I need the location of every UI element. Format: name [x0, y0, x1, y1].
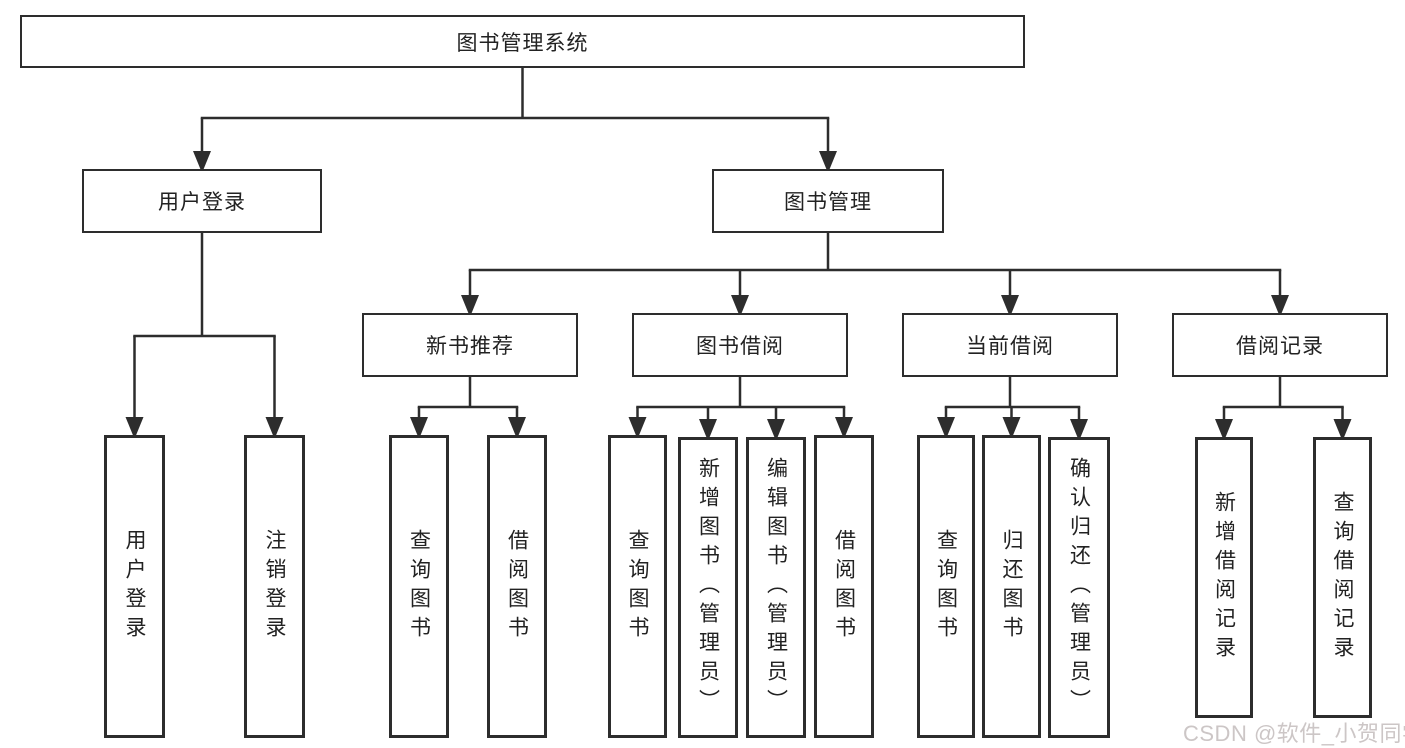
node-label: 新增图书（管理员） [696, 457, 720, 718]
node-label: 图书借阅 [696, 335, 784, 358]
node-return-books: 归还图书 [982, 435, 1041, 738]
node-query-books-rec: 查询图书 [389, 435, 449, 738]
node-book-mgmt: 图书管理 [712, 169, 944, 233]
node-label: 借阅图书 [505, 528, 529, 645]
node-borrow-records: 借阅记录 [1172, 313, 1388, 377]
node-label: 借阅图书 [832, 528, 856, 645]
node-user-login-branch: 用户登录 [82, 169, 322, 233]
node-label: 归还图书 [1000, 528, 1023, 645]
node-confirm-return-admin: 确认归还（管理员） [1048, 437, 1110, 738]
node-query-borrow-record: 查询借阅记录 [1313, 437, 1372, 718]
node-label: 图书管理系统 [456, 31, 589, 55]
node-label: 当前借阅 [966, 335, 1054, 358]
node-add-books-admin: 新增图书（管理员） [678, 437, 738, 738]
node-root: 图书管理系统 [20, 15, 1025, 68]
node-label: 确认归还（管理员） [1067, 457, 1091, 718]
node-label: 借阅记录 [1236, 335, 1324, 358]
watermark-text: CSDN @软件_小贺同学 [1183, 721, 1405, 746]
node-add-borrow-record: 新增借阅记录 [1195, 437, 1253, 718]
node-borrow-books-rec: 借阅图书 [487, 435, 547, 738]
node-label: 查询图书 [407, 528, 431, 645]
node-book-borrow: 图书借阅 [632, 313, 848, 377]
node-edit-books-admin: 编辑图书（管理员） [746, 437, 806, 738]
node-borrow-books: 借阅图书 [814, 435, 874, 738]
node-label: 查询图书 [934, 528, 958, 645]
node-logout: 注销登录 [244, 435, 305, 738]
node-label: 用户登录 [123, 528, 146, 645]
node-query-books-borrow: 查询图书 [608, 435, 667, 738]
node-current-borrow: 当前借阅 [902, 313, 1118, 377]
node-label: 用户登录 [158, 191, 246, 214]
node-label: 查询借阅记录 [1331, 490, 1354, 665]
node-label: 新增借阅记录 [1212, 490, 1236, 665]
node-label: 查询图书 [626, 528, 649, 645]
node-user-login: 用户登录 [104, 435, 165, 738]
node-label: 图书管理 [784, 191, 872, 214]
node-new-book-rec: 新书推荐 [362, 313, 578, 377]
node-label: 编辑图书（管理员） [764, 457, 788, 718]
node-label: 新书推荐 [426, 335, 514, 358]
node-label: 注销登录 [263, 528, 286, 645]
node-query-books-current: 查询图书 [917, 435, 975, 738]
